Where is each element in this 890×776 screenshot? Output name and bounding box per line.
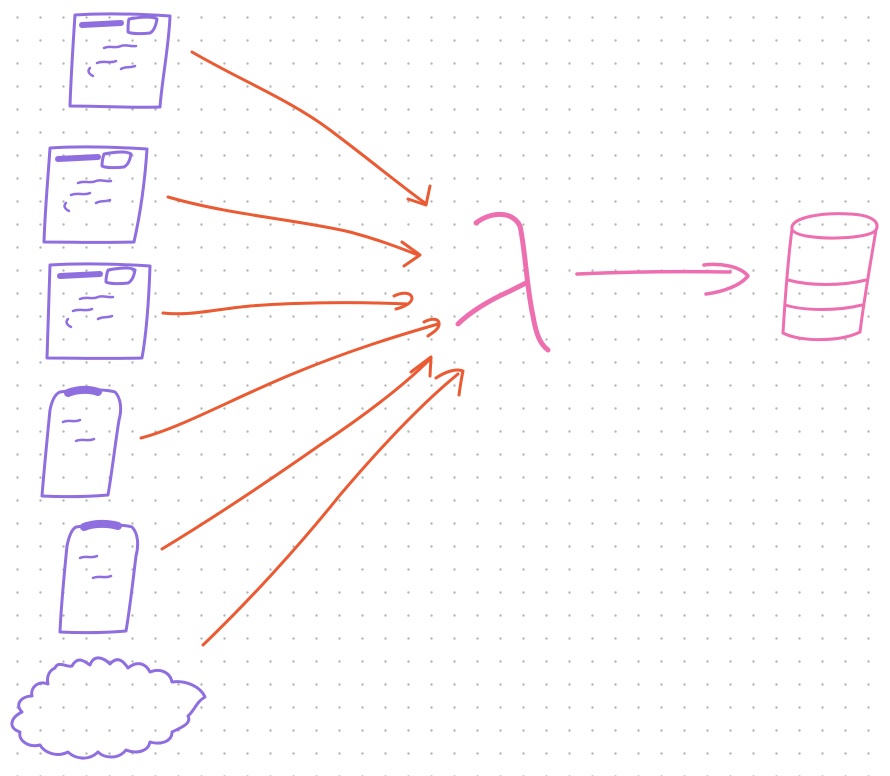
database-icon — [781, 212, 879, 342]
flow-arrow — [160, 355, 433, 551]
flow-arrow — [166, 195, 422, 268]
lambda-icon — [455, 211, 551, 353]
document-icon — [45, 262, 152, 360]
flow-arrow — [201, 368, 465, 647]
file-icon — [40, 385, 123, 499]
flow-arrow — [190, 50, 432, 207]
cloud-icon — [10, 656, 207, 760]
output-arrow — [575, 262, 750, 296]
flow-arrow — [139, 317, 441, 440]
file-icon — [58, 519, 140, 635]
flow-arrow — [161, 291, 414, 316]
document-icon — [68, 12, 172, 109]
document-icon — [42, 145, 149, 244]
